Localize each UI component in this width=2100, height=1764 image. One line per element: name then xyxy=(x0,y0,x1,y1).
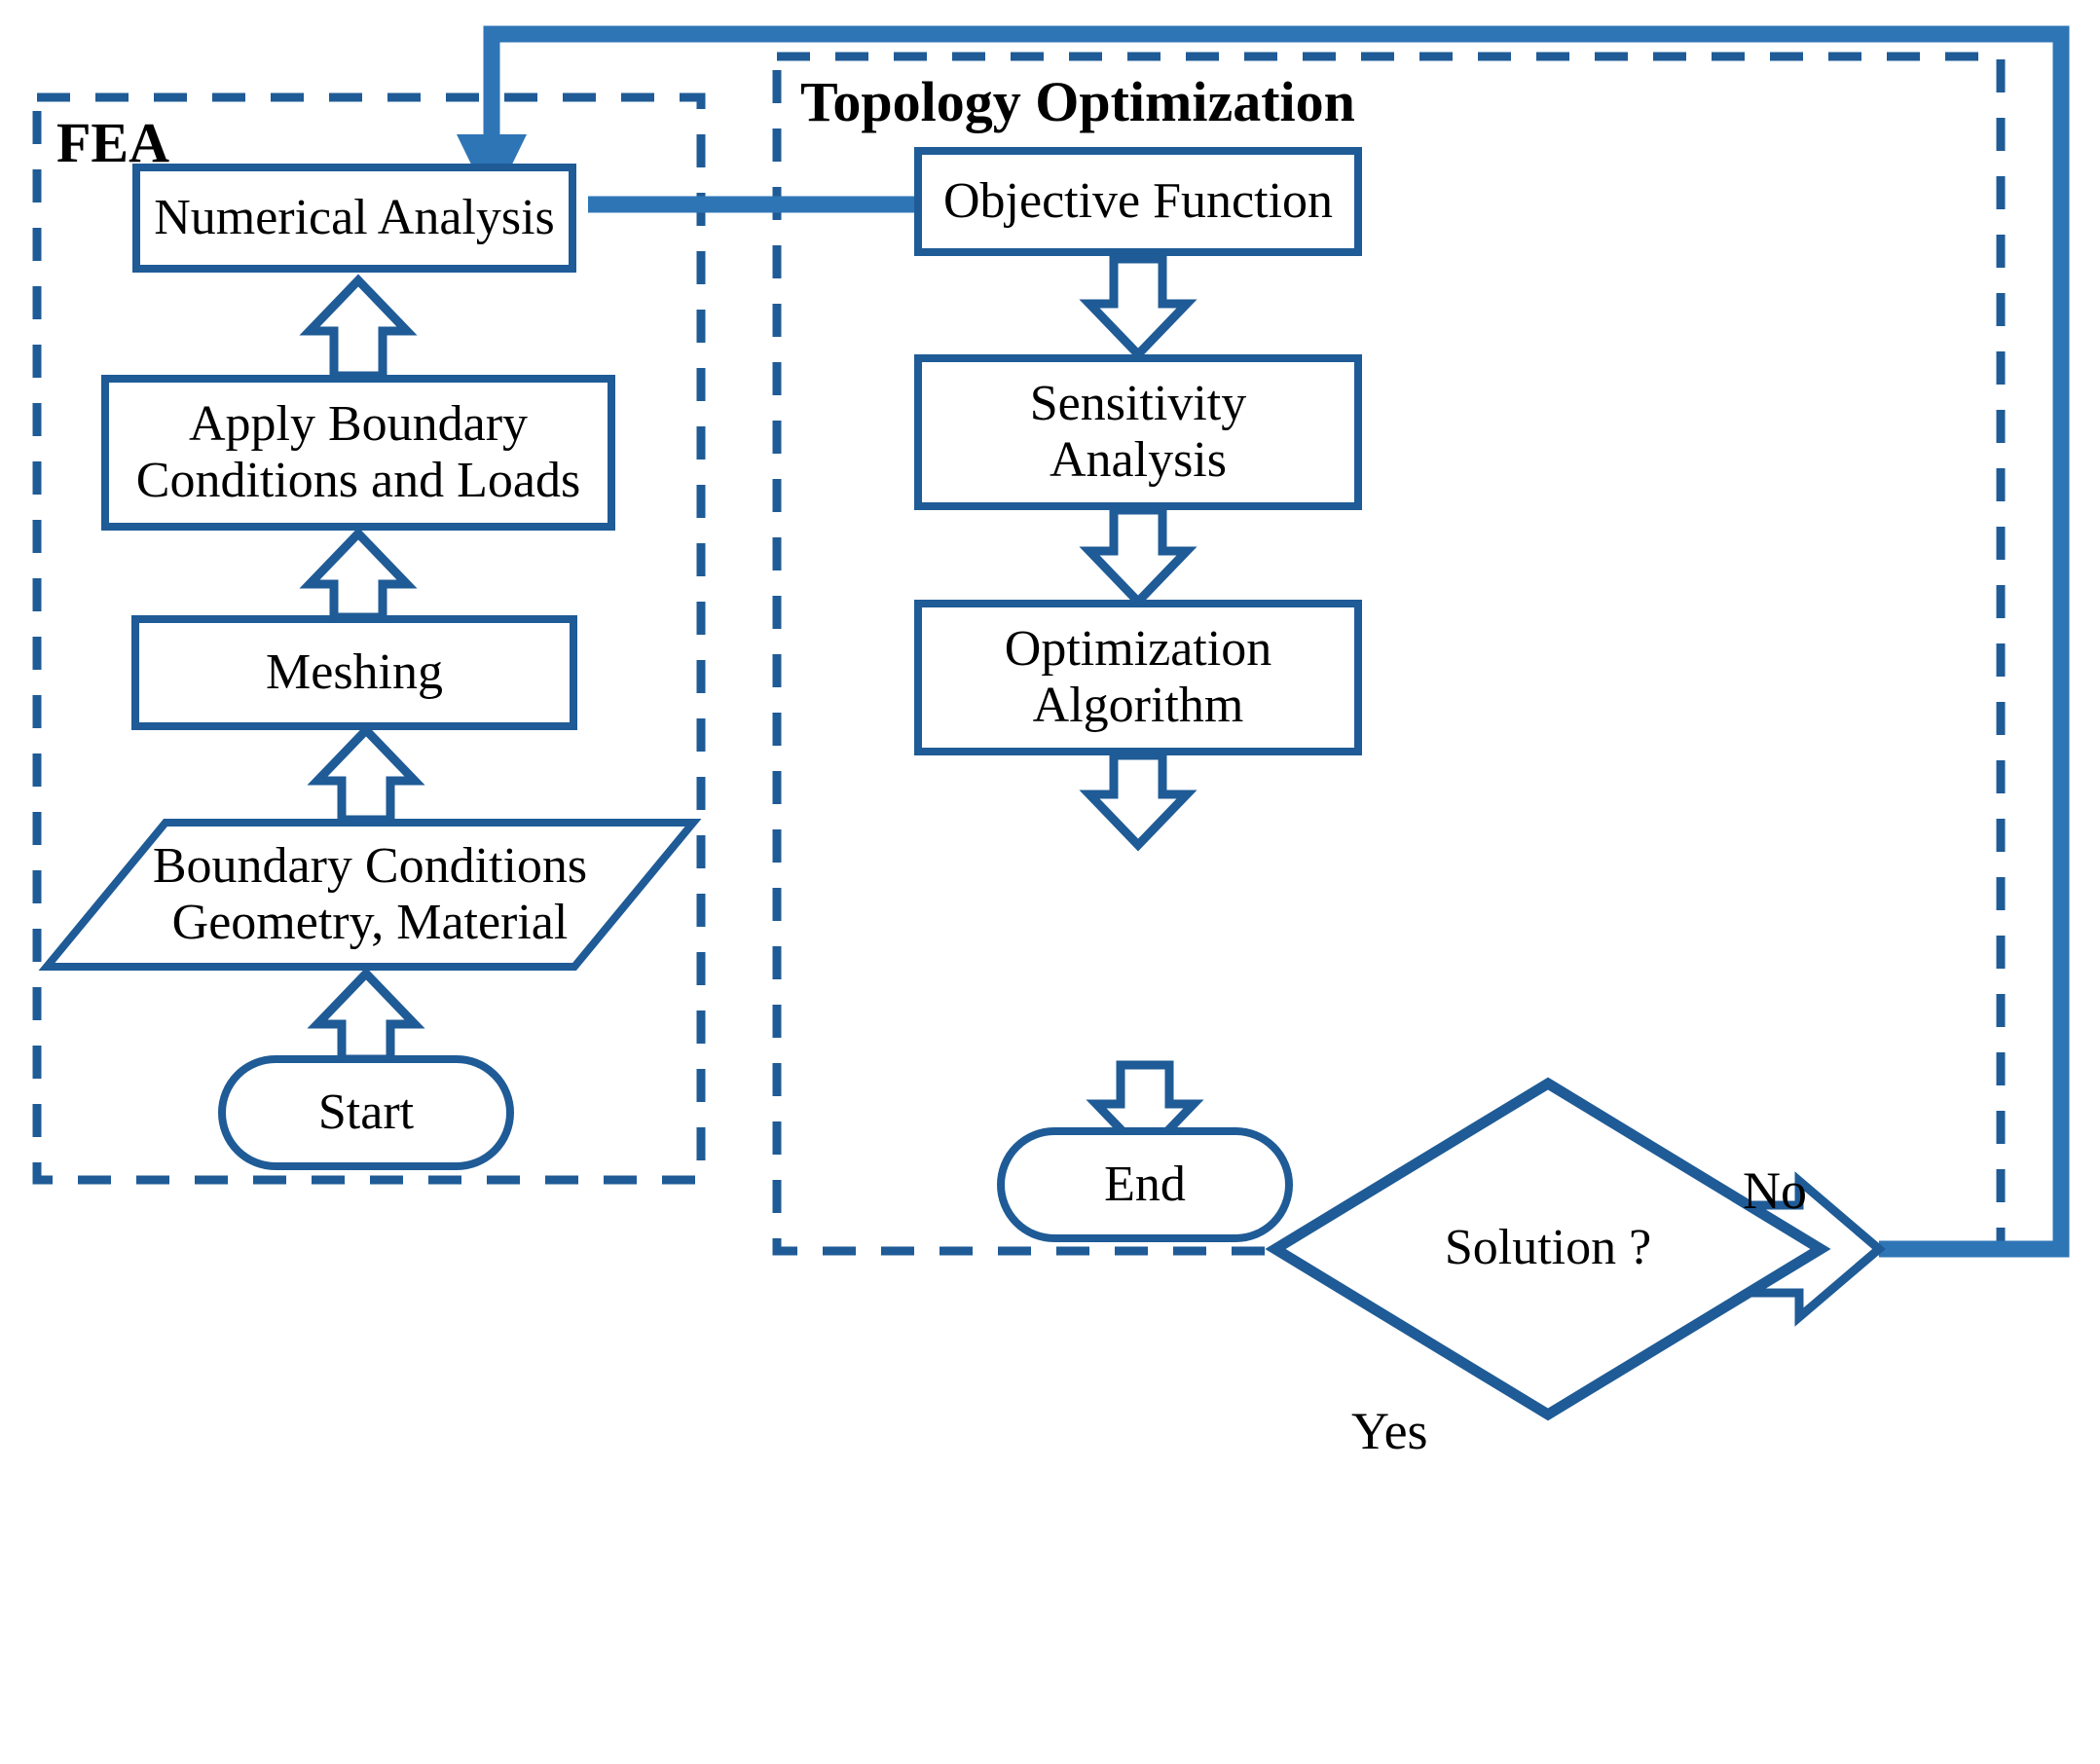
arrow-start-to-inputs xyxy=(307,967,425,1064)
arrow-meshing-to-apply-bc xyxy=(299,527,418,622)
node-boundary-conditions-input[interactable] xyxy=(38,819,702,971)
node-optimization-algorithm[interactable] xyxy=(914,600,1362,755)
arrow-inputs-to-meshing xyxy=(307,723,425,825)
node-meshing[interactable] xyxy=(131,615,577,730)
edge-label-no: No xyxy=(1743,1161,1807,1220)
node-numerical-analysis[interactable] xyxy=(132,164,576,273)
node-solution-decision[interactable] xyxy=(1265,1077,1831,1421)
arrow-sensitivity-to-optimization xyxy=(1079,505,1197,608)
group-title-fea: FEA xyxy=(56,111,169,174)
group-box-topology-optimization xyxy=(772,52,2006,1256)
node-apply-boundary-conditions[interactable] xyxy=(101,375,615,531)
arrow-optimization-to-solution xyxy=(1079,751,1197,852)
edge-label-yes: Yes xyxy=(1351,1402,1428,1460)
arrow-objective-to-sensitivity xyxy=(1079,254,1197,361)
arrow-apply-bc-to-numerical xyxy=(299,274,418,381)
node-end[interactable] xyxy=(997,1127,1293,1242)
node-start[interactable] xyxy=(218,1055,514,1170)
node-objective-function[interactable] xyxy=(914,147,1362,256)
feedback-loop-path xyxy=(483,25,2070,1258)
group-box-fea xyxy=(32,92,706,1185)
node-sensitivity-analysis[interactable] xyxy=(914,354,1362,510)
group-title-topology-optimization: Topology Optimization xyxy=(800,70,1355,133)
